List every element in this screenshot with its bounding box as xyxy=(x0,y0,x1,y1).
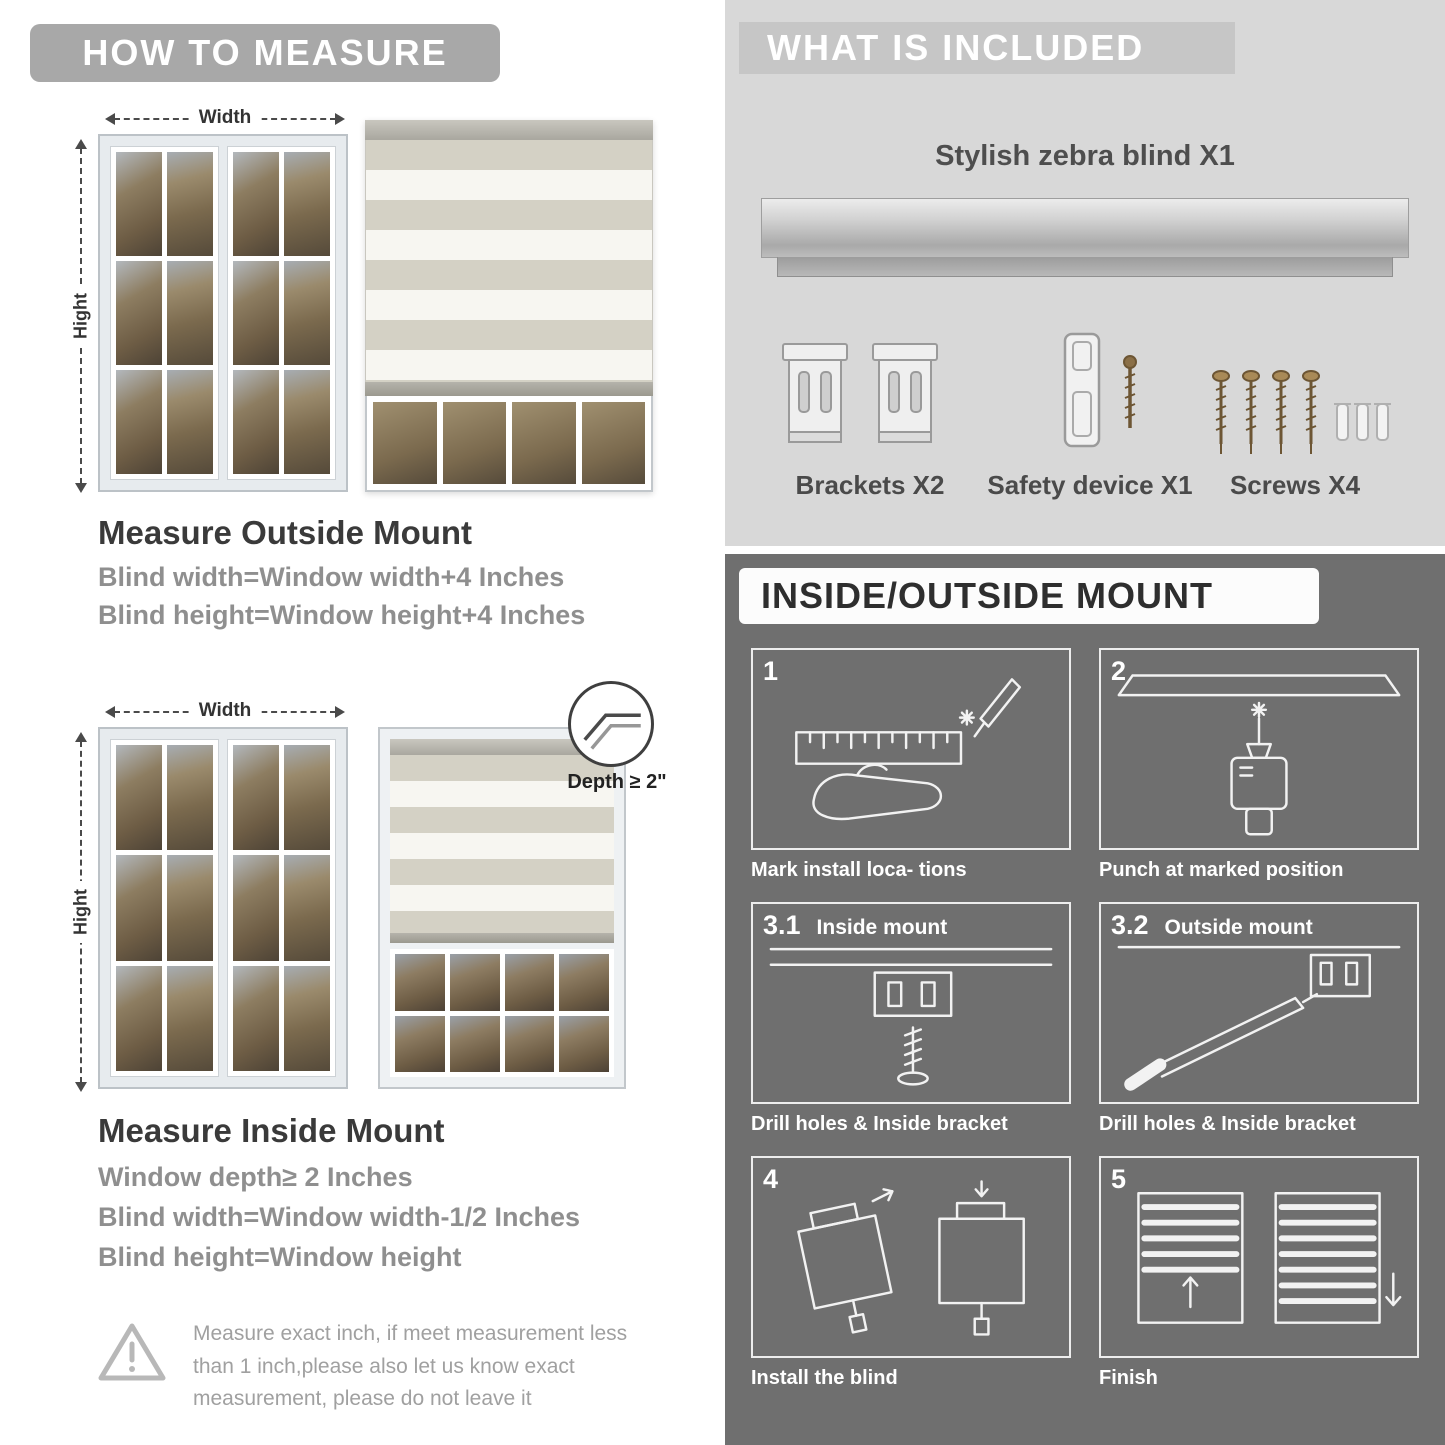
how-to-measure-header: HOW TO MEASURE xyxy=(30,24,500,82)
inside-mount-figure: Width Hight xyxy=(60,681,690,1100)
step-1: 1 Mark install loca- xyxy=(751,648,1071,882)
height-label: Hight xyxy=(68,285,94,347)
step-caption: Finish xyxy=(1099,1367,1158,1389)
drill-illustration xyxy=(1117,674,1401,836)
mount-header: INSIDE/OUTSIDE MOUNT xyxy=(739,568,1319,624)
step-3-2-box: 3.2 Outside mount xyxy=(1099,902,1419,1104)
inside-mount-line-3: Blind height=Window height xyxy=(98,1242,462,1272)
blind-cassette-lip xyxy=(777,257,1393,277)
step-caption: Drill holes & Inside bracket xyxy=(1099,1113,1356,1135)
blind-bottomrail xyxy=(365,382,653,396)
safety-device-label: Safety device X1 xyxy=(987,470,1193,500)
step-5-box: 5 xyxy=(1099,1156,1419,1358)
mark-location-illustration xyxy=(795,678,1022,821)
safety-device-icon xyxy=(1063,332,1137,448)
step-2-box: 2 xyxy=(1099,648,1419,850)
depth-label: Depth ≥ 2" xyxy=(567,771,667,793)
step-4: 4 xyxy=(751,1156,1071,1390)
brackets-label: Brackets X2 xyxy=(795,470,945,500)
screws-icon xyxy=(1212,370,1391,454)
inside-mount-title: Measure Inside Mount xyxy=(98,1112,445,1149)
screws-label: Screws X4 xyxy=(1229,470,1361,500)
blind-headrail xyxy=(390,739,614,755)
step-2: 2 Punc xyxy=(1099,648,1419,882)
blind-stripes xyxy=(390,755,614,933)
mount-instructions-panel: INSIDE/OUTSIDE MOUNT 1 xyxy=(725,554,1445,1445)
window-illustration xyxy=(98,134,348,492)
window-under-blind xyxy=(390,949,614,1077)
zebra-blind-inside-illustration xyxy=(378,727,626,1089)
window-under-blind xyxy=(365,396,653,492)
blind-bottomrail xyxy=(390,933,614,943)
step-1-box: 1 xyxy=(751,648,1071,850)
width-label: Width xyxy=(188,700,262,722)
finished-blinds-illustration xyxy=(1137,1192,1402,1324)
height-arrow: Hight xyxy=(68,732,94,1092)
window-sash xyxy=(227,146,336,480)
step-number: 4 xyxy=(763,1164,779,1194)
window-illustration xyxy=(98,727,348,1089)
zebra-blind-outside-illustration xyxy=(365,120,653,492)
inside-mount-line-1: Window depth≥ 2 Inches xyxy=(98,1162,413,1192)
what-is-included-panel: WHAT IS INCLUDED Stylish zebra blind X1 xyxy=(725,0,1445,546)
window-sash xyxy=(110,146,219,480)
step-4-box: 4 xyxy=(751,1156,1071,1358)
warning-triangle-icon xyxy=(98,1323,166,1381)
outside-bracket-illustration xyxy=(1117,945,1401,1091)
outside-mount-line-1: Blind width=Window width+4 Inches xyxy=(98,562,565,592)
inside-mount-line-2: Blind width=Window width-1/2 Inches xyxy=(98,1202,581,1232)
outside-mount-figure: Width Hight xyxy=(60,100,660,500)
window-sash xyxy=(110,739,219,1077)
inside-bracket-illustration xyxy=(769,947,1053,1086)
depth-callout-circle xyxy=(568,681,654,767)
blind-cassette-illustration xyxy=(761,198,1409,258)
window-corner-icon xyxy=(583,713,641,750)
height-arrow: Hight xyxy=(68,139,94,493)
warning-text: Measure exact inch, if meet measurement … xyxy=(193,1322,628,1411)
what-is-included-header: WHAT IS INCLUDED xyxy=(739,22,1235,74)
step-caption: Punch at marked position xyxy=(1099,859,1344,881)
step-3-2: 3.2 Outside mount xyxy=(1099,902,1419,1136)
step-number: 2 xyxy=(1111,656,1127,686)
install-blind-illustration xyxy=(797,1180,1025,1336)
measurement-warning: Measure exact inch, if meet measurement … xyxy=(95,1318,655,1416)
step-3-1: 3.1 Inside mount xyxy=(751,902,1071,1136)
step-number: 3.1 xyxy=(763,910,801,940)
outside-mount-title: Measure Outside Mount xyxy=(98,514,473,551)
blind-headrail xyxy=(365,120,653,140)
width-arrow: Width xyxy=(105,107,345,129)
mount-steps-grid: 1 Mark install loca- xyxy=(751,648,1419,1390)
window-sash xyxy=(227,739,336,1077)
step-caption: Install the blind xyxy=(751,1367,898,1389)
width-arrow: Width xyxy=(105,700,345,722)
product-label: Stylish zebra blind X1 xyxy=(935,140,1235,172)
step-title: Inside mount xyxy=(816,916,948,939)
step-3-1-box: 3.1 Inside mount xyxy=(751,902,1071,1104)
step-title: Outside mount xyxy=(1164,916,1313,939)
step-number: 1 xyxy=(763,656,779,686)
step-caption: Mark install loca- tions xyxy=(751,859,967,881)
height-label: Hight xyxy=(68,881,94,943)
step-number: 3.2 xyxy=(1111,910,1149,940)
step-5: 5 Finish xyxy=(1099,1156,1419,1390)
step-number: 5 xyxy=(1111,1164,1127,1194)
width-label: Width xyxy=(188,107,262,129)
outside-mount-line-2: Blind height=Window height+4 Inches xyxy=(98,600,586,630)
brackets-icon xyxy=(782,343,938,443)
blind-stripes xyxy=(365,140,653,382)
step-caption: Drill holes & Inside bracket xyxy=(751,1113,1008,1135)
